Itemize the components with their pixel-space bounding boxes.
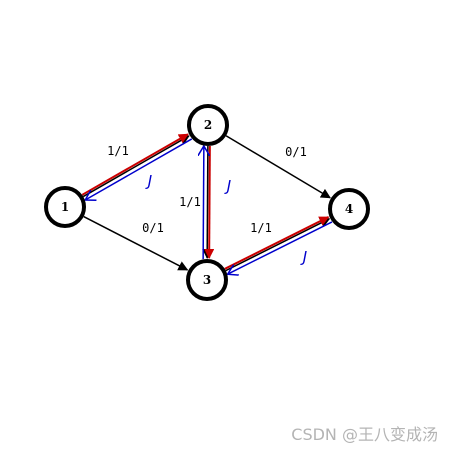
node-label-1: 1 xyxy=(61,200,69,214)
edge-label-1-3: 0/1 xyxy=(142,221,164,235)
edge-3-4 xyxy=(225,218,331,272)
node-label-4: 4 xyxy=(345,202,353,216)
edge-label-3-4: 1/1 xyxy=(250,221,272,235)
node-circle-4 xyxy=(328,188,370,230)
node-circle-2 xyxy=(187,104,229,146)
residual-label-4-3: J xyxy=(300,248,307,266)
watermark-text: CSDN @王八变成汤 xyxy=(291,425,438,444)
flow-edge-1-2 xyxy=(81,133,189,196)
residual-edge-2-1 xyxy=(85,138,193,200)
edge-label-2-3: 1/1 xyxy=(179,195,201,209)
residual-label-2-1: J xyxy=(145,172,152,190)
edge-label-2-4: 0/1 xyxy=(285,145,307,159)
flow-edge-3-4 xyxy=(224,216,330,270)
node-label-3: 3 xyxy=(203,273,211,287)
flow-edge-2-3 xyxy=(204,146,215,260)
node-3: 3 xyxy=(186,259,228,301)
edges-layer xyxy=(82,135,331,272)
residual-edge-4-3 xyxy=(228,221,333,274)
node-label-2: 2 xyxy=(204,118,212,132)
edge-1-2 xyxy=(82,135,190,198)
node-4: 4 xyxy=(328,188,370,230)
node-circle-1 xyxy=(44,186,86,228)
edge-2-3 xyxy=(202,145,213,260)
residual-edge-3-2 xyxy=(203,146,204,259)
edge-2-4 xyxy=(225,135,331,199)
residual-layer: J J J xyxy=(85,138,333,274)
edge-1-3 xyxy=(83,215,189,271)
nodes-layer: 1 2 3 4 xyxy=(44,104,370,301)
node-1: 1 xyxy=(44,186,86,228)
edge-label-1-2: 1/1 xyxy=(107,144,129,158)
node-2: 2 xyxy=(187,104,229,146)
node-circle-3 xyxy=(186,259,228,301)
residual-label-3-2: J xyxy=(224,177,231,195)
flow-layer xyxy=(81,133,330,270)
edge-labels-layer: 1/1 0/1 0/1 1/1 1/1 xyxy=(107,144,307,235)
